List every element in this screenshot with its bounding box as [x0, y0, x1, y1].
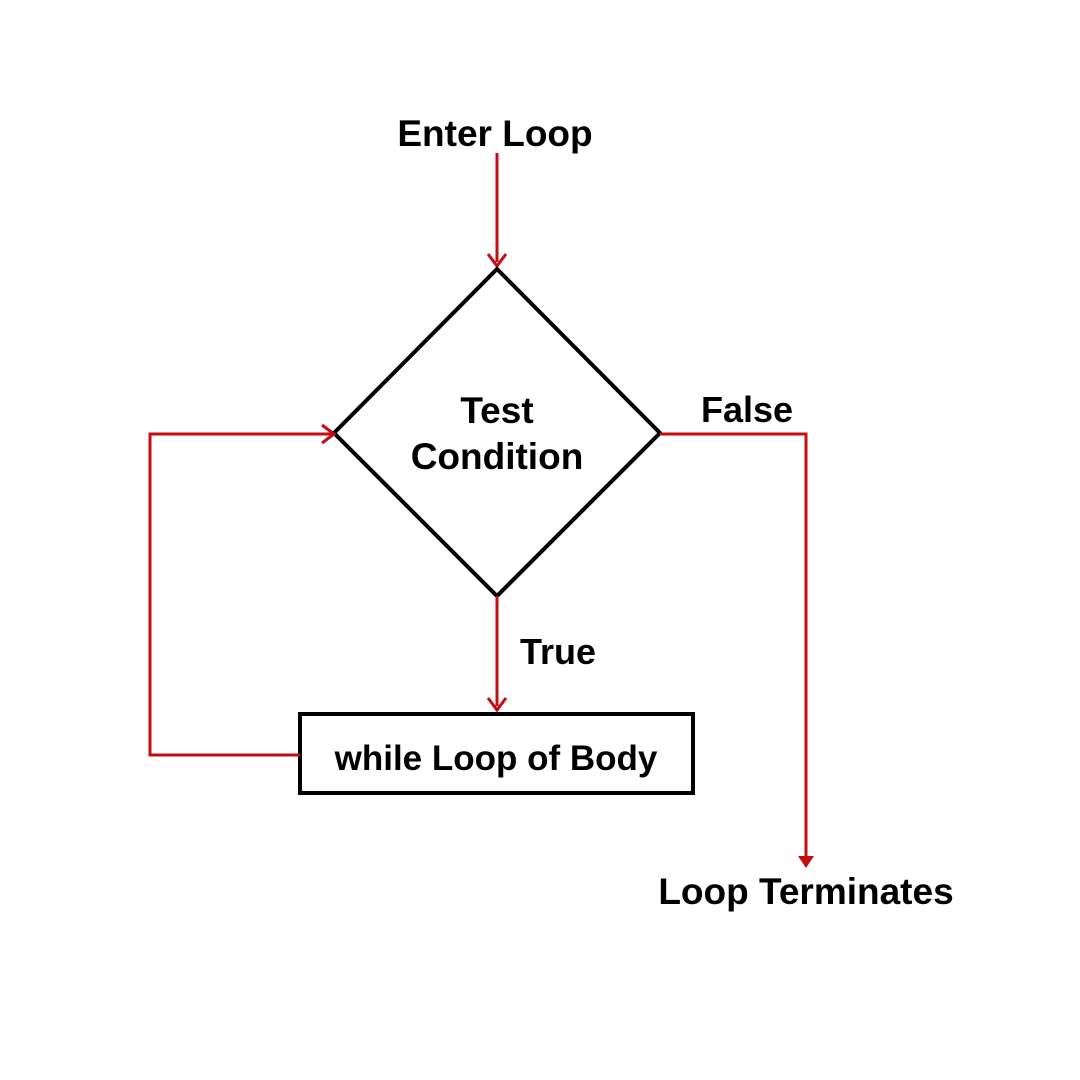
- false-arrow-path: [660, 432, 808, 858]
- entry-arrow: [486, 153, 508, 269]
- true-label: True: [520, 631, 596, 672]
- decision-label-line1: Test: [460, 390, 533, 431]
- true-arrow: [486, 596, 508, 713]
- entry-label: Enter Loop: [397, 113, 592, 154]
- exit-label: Loop Terminates: [658, 871, 953, 912]
- false-label: False: [701, 389, 793, 430]
- loop-body-label: while Loop of Body: [334, 739, 658, 778]
- false-arrow: [660, 432, 814, 868]
- false-arrowhead: [798, 856, 814, 868]
- loop-back-path: [148, 432, 332, 757]
- decision-diamond: [331, 266, 663, 599]
- decision-label-line2: Condition: [411, 436, 584, 477]
- loop-back-arrow: [148, 423, 337, 757]
- entry-arrowhead: [486, 253, 508, 269]
- true-arrowhead: [486, 697, 508, 713]
- loop-back-arrowhead: [321, 423, 337, 445]
